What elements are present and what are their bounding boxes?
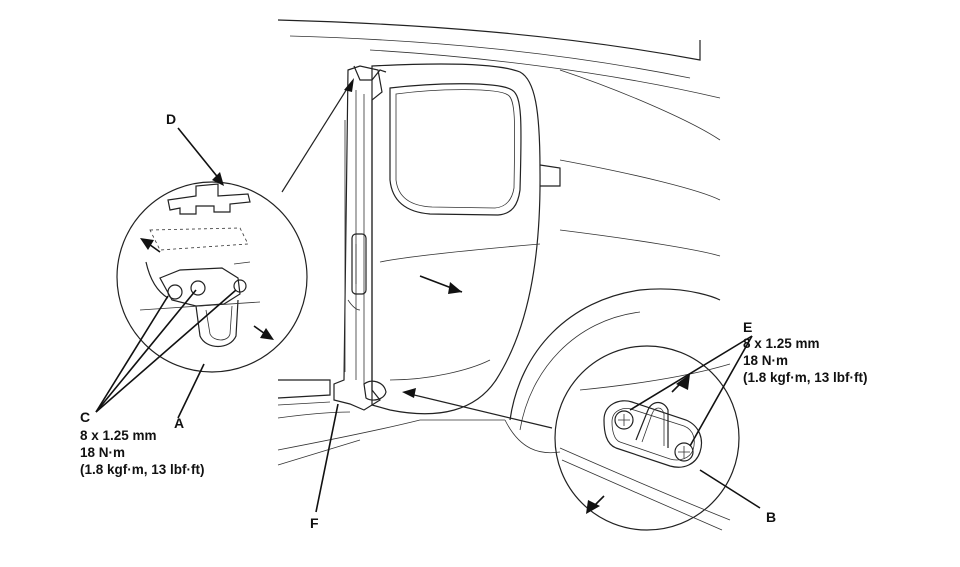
callout-leaders: [95, 127, 761, 513]
text-labels: D C A F E B 8 x 1.25 mm 18 N·m (1.8 kgf·…: [80, 111, 868, 531]
vehicle-body: [277, 19, 721, 466]
label-b: B: [766, 509, 776, 525]
label-a: A: [174, 415, 184, 431]
spec-e-thread: 8 x 1.25 mm: [743, 336, 820, 351]
detail-circle-left: [116, 181, 308, 373]
spec-c-torque-alt: (1.8 kgf·m, 13 lbf·ft): [80, 462, 205, 477]
detail-circle-right: [554, 345, 740, 531]
spec-c-thread: 8 x 1.25 mm: [80, 428, 157, 443]
label-f: F: [310, 515, 319, 531]
spec-e-torque: 18 N·m: [743, 353, 788, 368]
b-pillar-f: [333, 65, 387, 411]
label-c: C: [80, 409, 90, 425]
label-d: D: [166, 111, 176, 127]
label-e: E: [743, 319, 752, 335]
connector-lines: [281, 78, 553, 429]
rear-door: [371, 63, 561, 415]
spec-e-torque-alt: (1.8 kgf·m, 13 lbf·ft): [743, 370, 868, 385]
spec-c-torque: 18 N·m: [80, 445, 125, 460]
